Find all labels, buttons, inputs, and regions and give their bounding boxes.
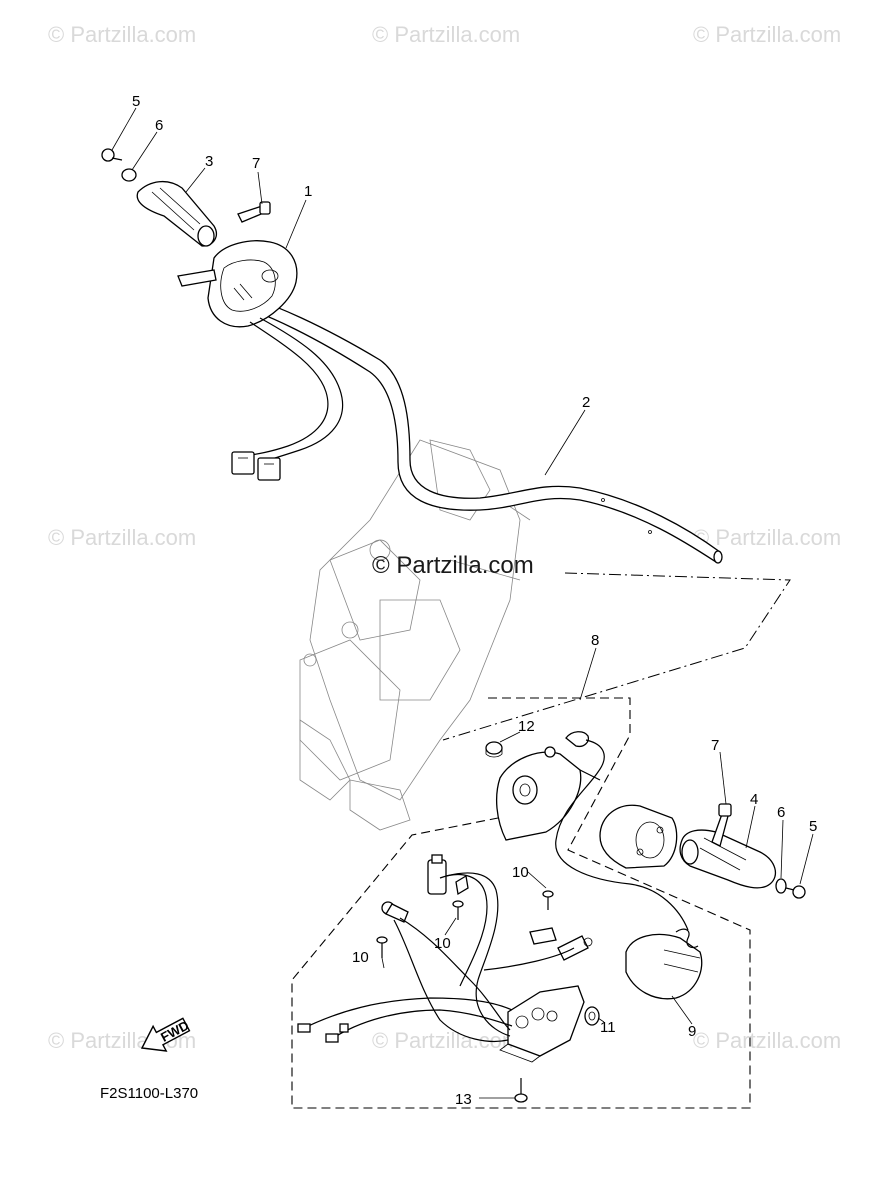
handlebar bbox=[225, 291, 723, 564]
left-bolt bbox=[237, 201, 271, 223]
callout-12: 12 bbox=[518, 718, 535, 735]
callout-8: 8 bbox=[591, 632, 599, 649]
watermark-top-right: © Partzilla.com bbox=[693, 22, 841, 47]
screw-13 bbox=[514, 1078, 528, 1103]
grommet bbox=[584, 1006, 600, 1026]
callout-7-right: 7 bbox=[711, 737, 719, 754]
kit-outline bbox=[291, 697, 751, 1109]
watermark-bottom-right: © Partzilla.com bbox=[693, 1028, 841, 1053]
main-switch bbox=[496, 746, 601, 841]
watermark-top-left: © Partzilla.com bbox=[48, 22, 196, 47]
switch-cover bbox=[625, 928, 703, 1000]
watermark-mid-left: © Partzilla.com bbox=[48, 525, 196, 550]
key bbox=[555, 731, 689, 931]
right-bolt bbox=[711, 803, 732, 847]
right-switch-housing bbox=[599, 804, 678, 869]
left-grip-screw bbox=[101, 148, 123, 162]
figure-code: F2S1100-L370 bbox=[100, 1085, 198, 1102]
callout-10-center: 10 bbox=[434, 935, 451, 952]
left-switch-harness bbox=[231, 317, 344, 481]
screw-10-right bbox=[542, 890, 554, 910]
right-grip-washer bbox=[775, 878, 787, 894]
callout-6-right: 6 bbox=[777, 804, 785, 821]
callout-1: 1 bbox=[304, 183, 312, 200]
left-grip bbox=[136, 181, 217, 247]
cap bbox=[485, 741, 503, 758]
left-grip-washer bbox=[121, 168, 137, 182]
callout-10-right: 10 bbox=[512, 864, 529, 881]
callout-13: 13 bbox=[455, 1091, 472, 1108]
watermark-bottom-center: © Partzilla.com bbox=[372, 1028, 520, 1053]
watermark-top-center: © Partzilla.com bbox=[372, 22, 520, 47]
callout-2: 2 bbox=[582, 394, 590, 411]
callout-11: 11 bbox=[600, 1019, 616, 1036]
watermark-center: © Partzilla.com bbox=[372, 552, 534, 579]
kit-harness bbox=[297, 854, 593, 1063]
callout-9: 9 bbox=[688, 1023, 696, 1040]
right-grip-screw bbox=[785, 885, 806, 899]
callout-4: 4 bbox=[750, 791, 758, 808]
callout-10-left: 10 bbox=[352, 949, 369, 966]
callout-5-left: 5 bbox=[132, 93, 140, 110]
watermark-mid-right: © Partzilla.com bbox=[693, 525, 841, 550]
leader-lines bbox=[111, 107, 814, 1099]
callout-6-left: 6 bbox=[155, 117, 163, 134]
callout-3: 3 bbox=[205, 153, 213, 170]
callout-7-left: 7 bbox=[252, 155, 260, 172]
screw-10-left bbox=[376, 936, 388, 958]
callout-5-right: 5 bbox=[809, 818, 817, 835]
screw-10-center bbox=[452, 900, 464, 920]
left-switch-housing bbox=[177, 240, 298, 328]
right-grip bbox=[679, 829, 777, 889]
handlebar-detail-outline bbox=[442, 572, 791, 741]
